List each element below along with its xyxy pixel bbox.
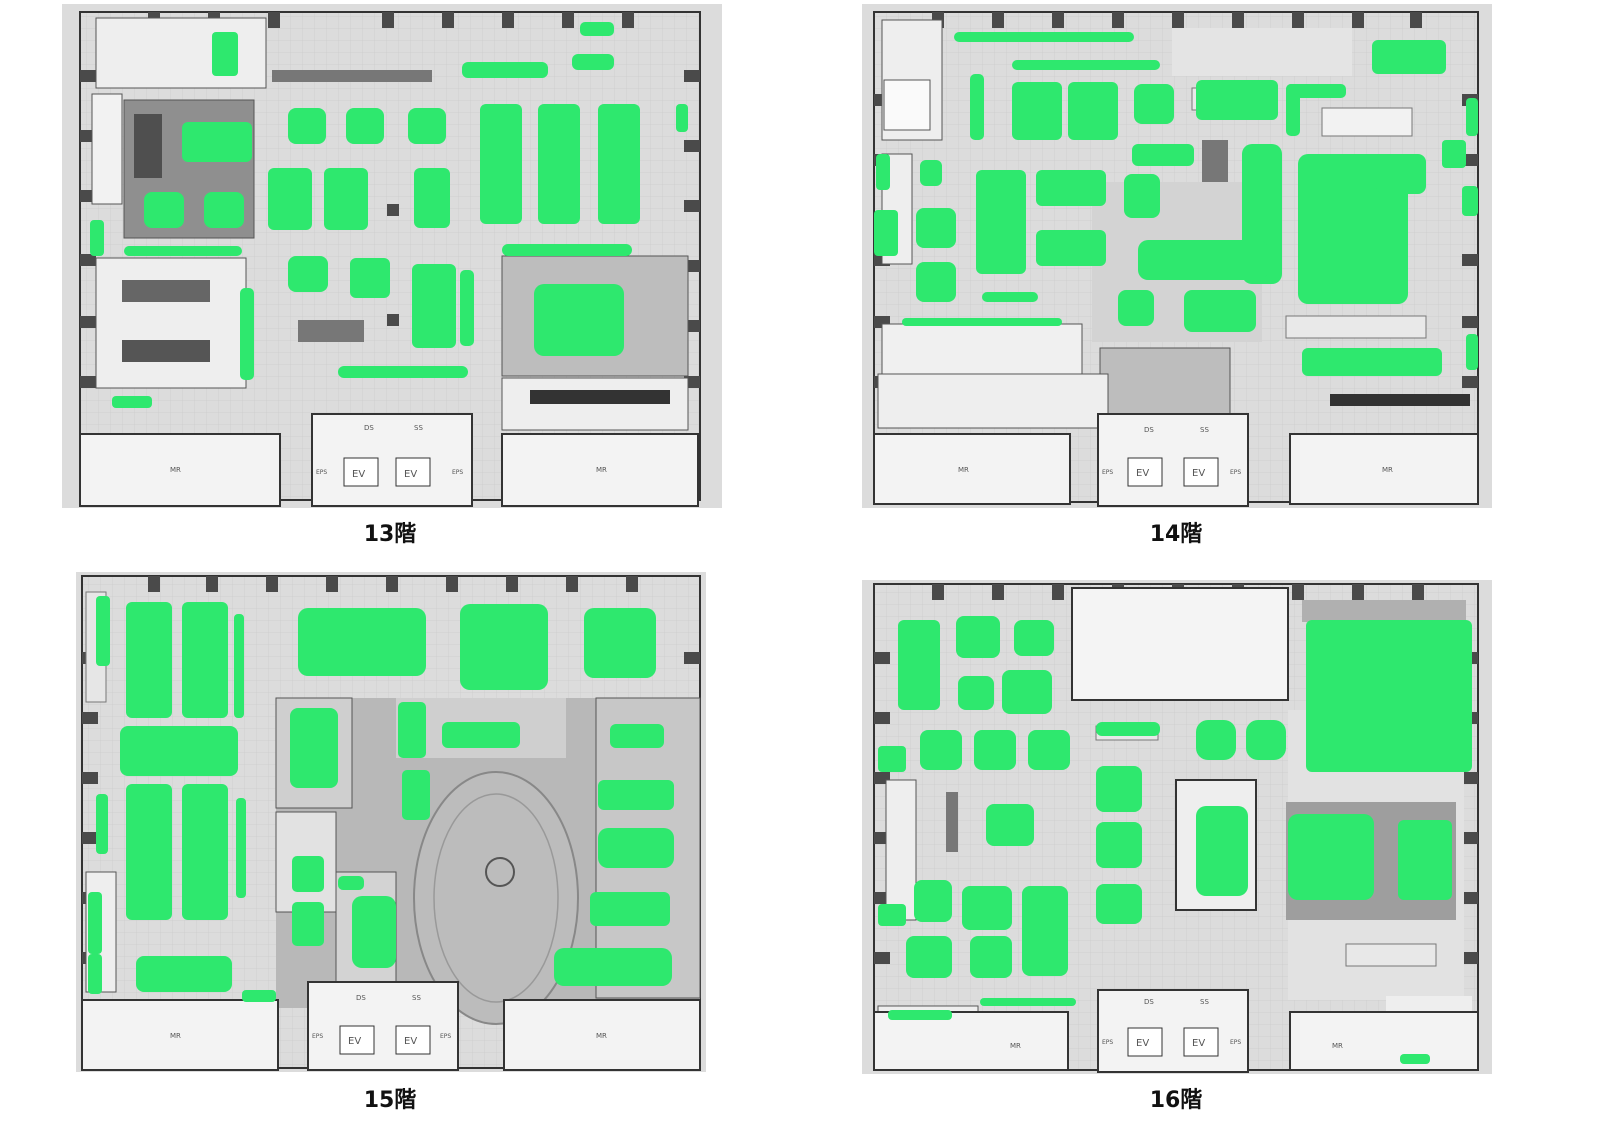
ds-label: DS xyxy=(364,424,374,432)
columns xyxy=(874,584,1478,964)
eps-label: EPS xyxy=(1230,469,1241,476)
eps-label: EPS xyxy=(440,1033,451,1040)
eps-label: EPS xyxy=(312,1033,323,1040)
highlighted-seating xyxy=(874,32,1478,376)
eps-label: EPS xyxy=(316,469,327,476)
eps-label: EPS xyxy=(452,469,463,476)
mr-label: MR xyxy=(596,466,607,474)
eps-label: EPS xyxy=(1102,469,1113,476)
floor-plan-14-drawing: DS SS EV EV EPS EPS MR MR xyxy=(862,4,1492,508)
ev-label: EV xyxy=(1192,1038,1205,1049)
ev-label: EV xyxy=(352,469,365,480)
floor-plan-13-drawing: DS SS EV EV EPS EPS MR MR xyxy=(62,4,722,508)
mr-label: MR xyxy=(1332,1042,1343,1050)
eps-label: EPS xyxy=(1102,1039,1113,1046)
mr-label: MR xyxy=(958,466,969,474)
highlighted-seating xyxy=(90,22,688,408)
floor-plan-14: DS SS EV EV EPS EPS MR MR xyxy=(862,4,1492,508)
mr-label: MR xyxy=(170,1032,181,1040)
floor-label-16: 16階 xyxy=(1149,1088,1203,1113)
floor-plan-16-drawing: DS SS EV EV EPS EPS MR MR xyxy=(862,580,1492,1074)
highlighted-seating xyxy=(878,616,1472,1064)
mr-label: MR xyxy=(1010,1042,1021,1050)
eps-label: EPS xyxy=(1230,1039,1241,1046)
ss-label: SS xyxy=(1200,426,1209,434)
floor-label-13: 13階 xyxy=(363,522,417,547)
floor-plan-16: DS SS EV EV EPS EPS MR MR xyxy=(862,580,1492,1074)
ds-label: DS xyxy=(1144,426,1154,434)
mr-label: MR xyxy=(596,1032,607,1040)
floor-label-14: 14階 xyxy=(1149,522,1203,547)
floor-plan-15: DS SS EV EV EPS EPS MR MR xyxy=(76,572,706,1072)
floor-plan-13: DS SS EV EV EPS EPS MR MR xyxy=(62,4,722,508)
mr-label: MR xyxy=(170,466,181,474)
ss-label: SS xyxy=(414,424,423,432)
ds-label: DS xyxy=(1144,998,1154,1006)
floor-plan-15-drawing: DS SS EV EV EPS EPS MR MR xyxy=(76,572,706,1072)
floor-label-15: 15階 xyxy=(363,1088,417,1113)
highlighted-seating xyxy=(88,596,674,1002)
ev-label: EV xyxy=(348,1036,361,1047)
ev-label: EV xyxy=(404,469,417,480)
ss-label: SS xyxy=(1200,998,1209,1006)
ev-label: EV xyxy=(1192,468,1205,479)
ds-label: DS xyxy=(356,994,366,1002)
ev-label: EV xyxy=(404,1036,417,1047)
ev-label: EV xyxy=(1136,468,1149,479)
ev-label: EV xyxy=(1136,1038,1149,1049)
ss-label: SS xyxy=(412,994,421,1002)
mr-label: MR xyxy=(1382,466,1393,474)
